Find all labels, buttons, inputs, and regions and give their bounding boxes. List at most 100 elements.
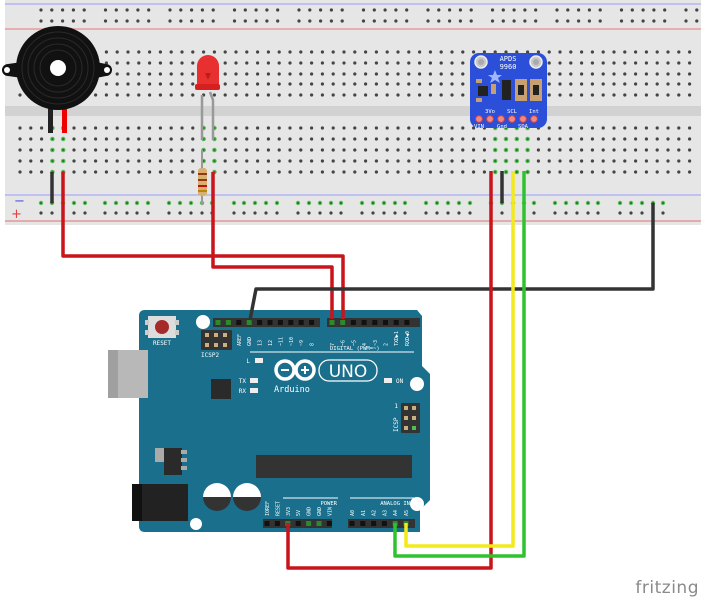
piezo-buzzer xyxy=(2,26,112,133)
breadboard-hole xyxy=(472,159,476,163)
breadboard-hole xyxy=(211,19,215,23)
breadboard-hole xyxy=(310,159,314,163)
breadboard-hole xyxy=(677,50,681,54)
breadboard-hole xyxy=(644,170,649,174)
breadboard-hole xyxy=(428,148,432,152)
breadboard-hole xyxy=(439,82,443,86)
breadboard-hole xyxy=(577,19,581,23)
breadboard-hole xyxy=(426,19,430,23)
breadboard-hole xyxy=(623,170,627,174)
breadboard-hole xyxy=(126,82,130,86)
breadboard-hole xyxy=(299,137,303,141)
breadboard-hole xyxy=(569,170,573,174)
breadboard-hole xyxy=(169,82,173,86)
breadboard-hole xyxy=(472,148,476,152)
breadboard-hole xyxy=(385,61,389,65)
breadboard-hole xyxy=(385,170,389,174)
breadboard-hole xyxy=(50,19,54,23)
breadboard-hole xyxy=(526,50,530,54)
breadboard-hole xyxy=(180,61,184,65)
breadboard-hole xyxy=(623,126,627,130)
breadboard-hole xyxy=(72,170,76,174)
breadboard-hole xyxy=(558,72,562,76)
breadboard-hole xyxy=(94,170,98,174)
breadboard-hole xyxy=(374,137,378,141)
breadboard-hole xyxy=(405,8,409,12)
breadboard-hole xyxy=(580,93,584,97)
breadboard-hole xyxy=(277,148,281,152)
breadboard-hole xyxy=(374,93,378,97)
breadboard-hole xyxy=(512,8,516,12)
digital-label: DIGITAL (PWM=~) xyxy=(330,346,380,352)
breadboard-hole xyxy=(212,93,216,97)
breadboard-hole xyxy=(310,170,314,174)
breadboard-hole xyxy=(104,126,108,130)
sensor-pin-scl: SCL xyxy=(507,109,518,115)
breadboard-hole xyxy=(115,126,119,130)
breadboard-hole xyxy=(179,8,183,12)
breadboard-hole xyxy=(299,61,303,65)
breadboard-hole xyxy=(461,82,465,86)
breadboard-hole xyxy=(342,126,346,130)
breadboard-hole xyxy=(580,72,584,76)
breadboard-hole xyxy=(623,93,627,97)
header-pin xyxy=(326,521,332,526)
breadboard-hole xyxy=(623,61,627,65)
breadboard-hole xyxy=(569,148,573,152)
breadboard-hole xyxy=(40,170,44,174)
breadboard-hole xyxy=(558,137,562,141)
led-rx-label: RX xyxy=(239,388,247,395)
breadboard-hole xyxy=(385,93,389,97)
breadboard-hole xyxy=(83,211,87,215)
breadboard-hole xyxy=(135,211,139,215)
breadboard-hole xyxy=(232,211,236,215)
breadboard-hole xyxy=(396,72,400,76)
sensor-pad xyxy=(475,115,483,123)
breadboard-hole xyxy=(137,170,141,174)
red-led xyxy=(195,55,220,140)
breadboard-hole xyxy=(469,8,473,12)
breadboard-hole xyxy=(418,93,422,97)
breadboard-hole xyxy=(361,8,366,12)
breadboard-hole xyxy=(688,50,692,54)
breadboard-hole xyxy=(277,61,281,65)
breadboard-hole xyxy=(598,19,602,23)
breadboard-hole xyxy=(590,50,595,54)
breadboard: − + xyxy=(5,0,701,225)
breadboard-hole xyxy=(418,61,422,65)
sensor-pad xyxy=(530,115,538,123)
breadboard-hole xyxy=(126,148,130,152)
breadboard-hole xyxy=(264,211,268,215)
breadboard-hole xyxy=(137,159,141,163)
breadboard-hole xyxy=(396,159,400,163)
breadboard-hole xyxy=(655,72,659,76)
breadboard-hole xyxy=(439,148,443,152)
breadboard-hole xyxy=(223,126,227,130)
breadboard-hole xyxy=(374,61,378,65)
breadboard-hole xyxy=(331,137,335,141)
breadboard-hole xyxy=(277,159,281,163)
rail-plus-label: + xyxy=(11,207,22,222)
breadboard-hole xyxy=(320,82,324,86)
breadboard-hole xyxy=(612,137,616,141)
breadboard-hole xyxy=(601,137,605,141)
header-pin xyxy=(360,521,366,526)
breadboard-hole xyxy=(364,82,368,86)
breadboard-hole xyxy=(634,126,638,130)
breadboard-hole xyxy=(577,8,581,12)
breadboard-hole xyxy=(125,19,129,23)
breadboard-hole xyxy=(320,72,324,76)
breadboard-hole xyxy=(299,170,303,174)
breadboard-hole xyxy=(439,170,443,174)
breadboard-hole xyxy=(319,8,323,12)
breadboard-hole xyxy=(641,8,645,12)
breadboard-hole xyxy=(360,211,364,215)
analog-pin-label: A1 xyxy=(361,510,367,516)
header-pin xyxy=(257,320,263,325)
breadboard-hole xyxy=(428,82,432,86)
breadboard-hole xyxy=(418,159,422,163)
reset-button[interactable] xyxy=(145,316,179,338)
breadboard-hole xyxy=(18,170,22,174)
breadboard-hole xyxy=(634,61,638,65)
breadboard-hole xyxy=(277,126,281,130)
